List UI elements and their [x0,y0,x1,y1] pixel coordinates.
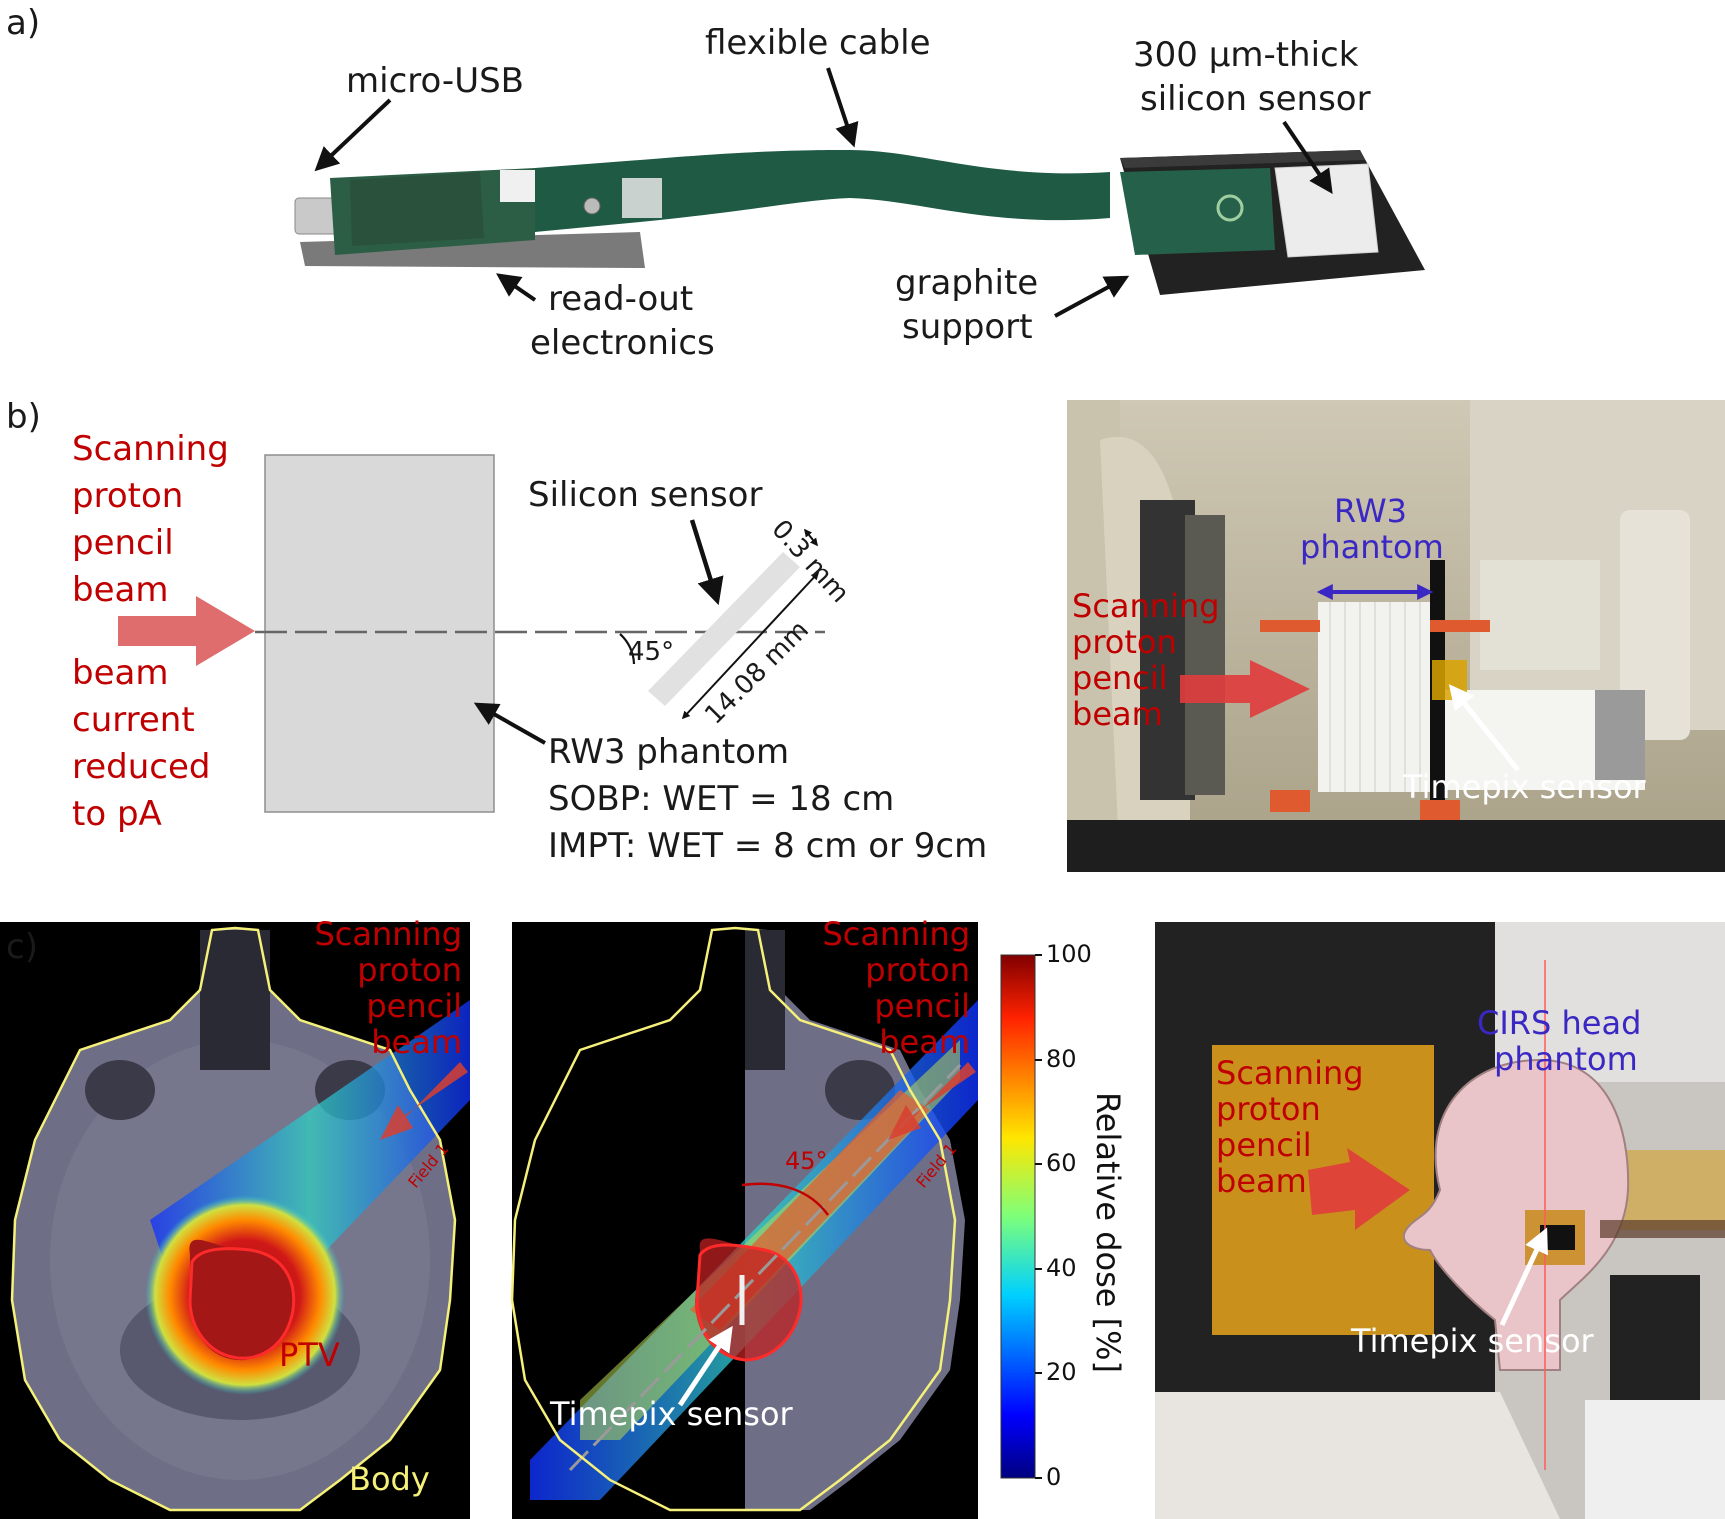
qr-label [500,170,535,202]
cbar-label: Relative dose [%] [1089,1092,1127,1374]
angle-label-b: 45° [628,637,675,667]
photo-b-beam-line2: proton [1072,623,1177,661]
panel-a-device [294,150,1425,295]
panel-b-letter: b) [6,397,41,437]
cbar-tick-40: 40 [1046,1254,1077,1282]
micro-usb-connector [294,197,338,235]
photo-c-sensor-label: Timepix sensor [1351,1322,1594,1360]
photo-c-phantom-line1: CIRS head [1477,1004,1642,1042]
photo-c-beam-line1: Scanning [1216,1054,1364,1092]
c-mid-beam-line3: pencil [874,987,970,1025]
c-mid-sensor-label: Timepix sensor [550,1395,793,1433]
photo-c-beam-line4: beam [1216,1162,1307,1200]
c-left-beam-line1: Scanning [314,915,462,953]
panel-c-middle [510,922,978,1519]
label-flexible-cable: flexible cable [705,23,931,63]
c-left-beam-line3: pencil [366,987,462,1025]
cbar-tick-0: 0 [1046,1463,1062,1491]
photo-b-sensor-label: Timepix sensor [1403,768,1646,806]
ptv-contour [188,1247,296,1360]
c-left-beam-line4: beam [371,1023,462,1061]
beam-label-line1: Scanning [72,429,229,469]
panel-b-diagram [118,454,825,813]
ptv-label: PTV [279,1336,340,1374]
photo-b-phantom-line2: phantom [1300,528,1444,566]
beam-label-line4: beam [72,570,169,610]
silicon-sensor-chip [1274,163,1379,258]
photo-b-beam-line4: beam [1072,695,1163,733]
cbar-tick-80: 80 [1046,1045,1077,1073]
c-mid-beam-line1: Scanning [822,915,970,953]
panel-c-photo [1155,922,1725,1519]
body-contour-left [10,926,457,1512]
impt-label: IMPT: WET = 8 cm or 9cm [548,826,988,866]
cbar-tick-20: 20 [1046,1358,1077,1386]
beam-label-line2: proton [72,476,184,516]
beam-axis-c [568,1063,962,1472]
current-label-line2: current [72,700,195,740]
current-label-line1: beam [72,653,169,693]
c-mid-beam-line4: beam [879,1023,970,1061]
cbar-tick-60: 60 [1046,1149,1077,1177]
photo-b-beam-line1: Scanning [1072,587,1220,625]
beam-arrow-head [196,596,255,666]
panel-a-arrows [314,67,1333,318]
body-label: Body [349,1460,430,1498]
label-sensor-line1: 300 µm-thick [1133,35,1359,75]
current-label-line4: to pA [72,794,162,834]
photo-c-beam-line3: pencil [1216,1126,1312,1164]
c-mid-beam-line2: proton [865,951,970,989]
photo-b-beam-line3: pencil [1072,659,1168,697]
label-sensor-line2: silicon sensor [1140,79,1371,119]
panel-c-left [0,922,470,1519]
photo-c-beam-line2: proton [1216,1090,1321,1128]
cirs-head-phantom [1402,1058,1630,1371]
label-readout-line1: read-out [548,279,694,319]
photo-c-phantom-line2: phantom [1494,1040,1638,1078]
beam-label-line3: pencil [72,523,174,563]
photo-b-phantom-line1: RW3 [1334,492,1407,530]
panel-a-letter: a) [6,3,41,43]
label-graphite-line2: support [902,307,1033,347]
colorbar [1000,954,1042,1479]
panel-c-letter: c) [6,927,38,967]
panel-b-photo [1067,400,1725,872]
label-graphite-line1: graphite [895,263,1039,303]
rw3-phantom-box [264,454,495,813]
label-readout-line2: electronics [530,323,715,363]
beam-arrow-shaft [118,616,196,646]
cbar-tick-100: 100 [1046,940,1092,968]
body-contour-middle [510,926,957,1512]
silicon-sensor-label: Silicon sensor [528,475,763,515]
label-micro-usb: micro-USB [346,61,524,101]
flexible-cable [535,150,1110,232]
c-left-beam-line2: proton [357,951,462,989]
sobp-label: SOBP: WET = 18 cm [548,779,895,819]
current-label-line3: reduced [72,747,211,787]
phantom-label: RW3 phantom [548,732,790,772]
c-mid-angle-label: 45° [785,1147,828,1175]
